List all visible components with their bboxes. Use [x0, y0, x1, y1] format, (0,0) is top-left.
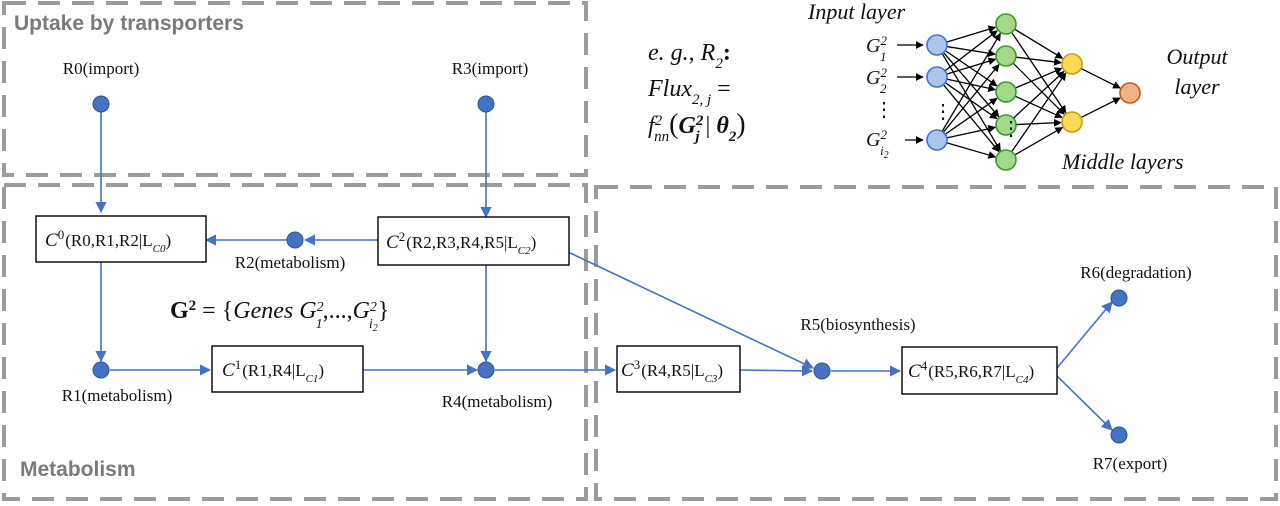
- nn-middle-label: Middle layers: [1061, 149, 1184, 174]
- nn-edge: [942, 63, 1000, 133]
- nn-layer1-dots: ⋮: [933, 101, 953, 123]
- node-r4: [477, 361, 495, 379]
- nn-hidden2-node: [1061, 111, 1083, 133]
- nn-edge: [946, 57, 997, 75]
- nn-edge: [946, 142, 997, 159]
- svg-text:e. g., R2:: e. g., R2:: [648, 40, 731, 72]
- label-r5: R5(biosynthesis): [800, 315, 915, 334]
- uptake-title: Uptake by transporters: [14, 12, 244, 35]
- node-r1: [92, 361, 110, 379]
- neural-network: [926, 13, 1141, 171]
- label-r2: R2(metabolism): [235, 253, 345, 272]
- nn-input-label: Input layer: [807, 0, 906, 24]
- nn-edge: [941, 53, 1001, 152]
- svg-text:C0(R0,R1,R2|LC0): C0(R0,R1,R2|LC0): [45, 227, 171, 256]
- nn-edge: [944, 97, 998, 135]
- nn-edge: [946, 25, 997, 43]
- uptake-region: [2, 1, 588, 177]
- nn-edge: [1011, 31, 1067, 114]
- nn-edge: [1014, 95, 1063, 119]
- nn-hidden1-node: [995, 114, 1017, 136]
- node-r3: [477, 95, 495, 113]
- node-r5: [813, 362, 831, 380]
- node-r2: [286, 231, 304, 249]
- nn-hidden1-node: [995, 13, 1017, 35]
- nn-edge: [944, 82, 998, 120]
- nn-input-node: [926, 66, 948, 88]
- nn-edge: [1012, 62, 1065, 115]
- nn-edge: [946, 78, 997, 92]
- nn-edge: [942, 84, 1000, 153]
- label-r7: R7(export): [1093, 454, 1168, 473]
- nn-edge: [1015, 118, 1062, 127]
- arrow-c3-to-r5: [739, 365, 814, 377]
- nn-edge: [1014, 126, 1064, 156]
- label-r6: R6(degradation): [1080, 263, 1191, 282]
- nn-output-node: [1119, 82, 1141, 104]
- nn-edge: [944, 30, 998, 72]
- nn-hidden1-node: [995, 45, 1017, 67]
- nn-layer2-dots: ⋮: [1001, 118, 1021, 140]
- nn-edge: [1014, 67, 1063, 89]
- arrow-c4-to-r7: [1056, 375, 1113, 431]
- nn-input-node: [926, 129, 948, 151]
- nn-edge: [1015, 56, 1062, 66]
- nn-input-dots: ⋮: [874, 99, 894, 121]
- nn-edge: [1011, 72, 1067, 153]
- svg-text:C2(R2,R3,R4,R5|LC2): C2(R2,R3,R4,R5|LC2): [386, 229, 536, 258]
- metabolism-region-right: [594, 185, 1278, 501]
- metabolism-title: Metabolism: [20, 458, 136, 481]
- nn-output-label-line1: Output: [1166, 44, 1228, 69]
- nn-edge: [941, 32, 1001, 132]
- nn-edge: [944, 50, 998, 87]
- compound-c3: C3(R4,R5|LC3): [616, 345, 741, 393]
- svg-text:C1(R1,R4|LC1): C1(R1,R4|LC1): [222, 357, 324, 386]
- compound-c0: C0(R0,R1,R2|LC0): [35, 215, 207, 263]
- arrow-c2-to-r5: [567, 251, 815, 369]
- svg-text:C3(R4,R5|LC3): C3(R4,R5|LC3): [621, 357, 723, 386]
- nn-edge: [1080, 97, 1121, 119]
- nn-hidden1-node: [995, 81, 1017, 103]
- compound-c1: C1(R1,R4|LC1): [211, 345, 364, 393]
- node-r6: [1110, 289, 1128, 307]
- label-r0: R0(import): [63, 59, 140, 78]
- arrow-c4-to-r6: [1056, 301, 1113, 369]
- nn-output-label-line2: layer: [1174, 74, 1220, 99]
- label-r1: R1(metabolism): [62, 386, 172, 405]
- node-r0: [92, 95, 110, 113]
- node-r7: [1110, 426, 1128, 444]
- nn-hidden1-node: [995, 149, 1017, 171]
- svg-text:Flux2, j =: Flux2, j =: [647, 76, 731, 108]
- compound-c4: C4(R5,R6,R7|LC4): [901, 346, 1058, 395]
- metabolism-region-left: [2, 183, 588, 501]
- nn-edge: [1012, 70, 1065, 119]
- nn-hidden2-node: [1061, 53, 1083, 75]
- nn-edge: [1080, 67, 1121, 89]
- nn-edge: [946, 125, 997, 139]
- label-r4: R4(metabolism): [442, 392, 552, 411]
- compound-c2: C2(R2,R3,R4,R5|LC2): [377, 216, 570, 266]
- label-r3: R3(import): [452, 59, 529, 78]
- nn-edge: [1014, 28, 1064, 59]
- svg-text:C4(R5,R6,R7|LC4): C4(R5,R6,R7|LC4): [908, 358, 1034, 387]
- nn-input-node: [926, 34, 948, 56]
